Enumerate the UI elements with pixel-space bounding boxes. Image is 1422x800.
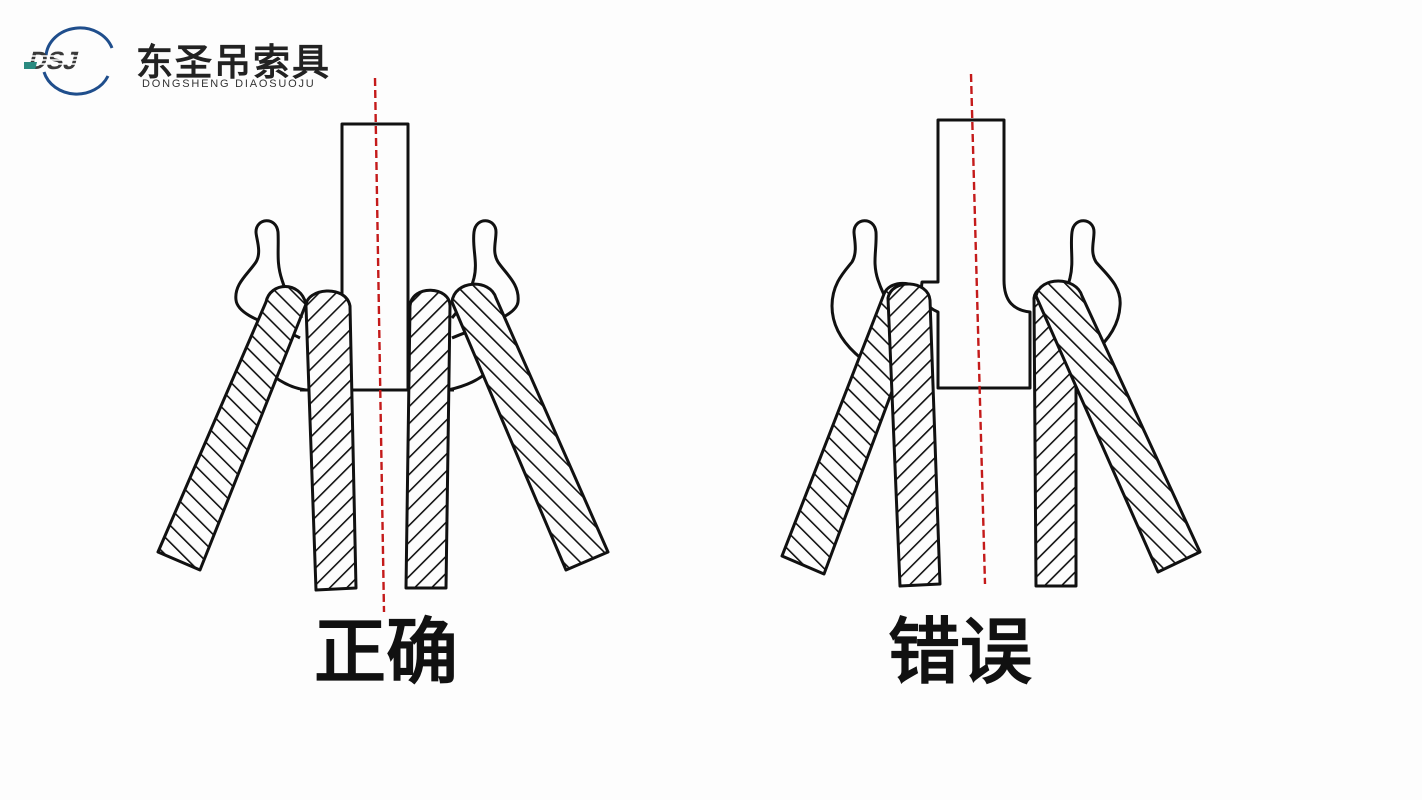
- svg-text:DSJ: DSJ: [26, 47, 82, 75]
- sling-leg-outer-left: [156, 285, 308, 572]
- sling-leg-outer-right: [1034, 279, 1202, 574]
- sling-leg-inner-left: [304, 289, 358, 592]
- wrong-centerline: [969, 73, 987, 585]
- correct-panel: [156, 122, 610, 592]
- correct-label: 正确: [314, 609, 459, 694]
- brand-name-en: DONGSHENG DIAOSUOJU: [142, 78, 316, 90]
- wrong-panel: [780, 118, 1202, 588]
- sling-leg-inner-left: [886, 282, 942, 588]
- hook-shank: [340, 122, 410, 392]
- sling-leg-inner-right: [404, 288, 452, 590]
- wrong-label: 错误: [888, 609, 1033, 694]
- sling-leg-outer-right: [450, 282, 610, 572]
- dsj-logo-icon: DSJ: [24, 26, 124, 96]
- brand-logo: DSJ 东圣吊索具 DONGSHENG DIAOSUOJU: [24, 26, 344, 96]
- correct-centerline: [373, 77, 386, 613]
- brand-name-cn: 东圣吊索具: [136, 40, 331, 84]
